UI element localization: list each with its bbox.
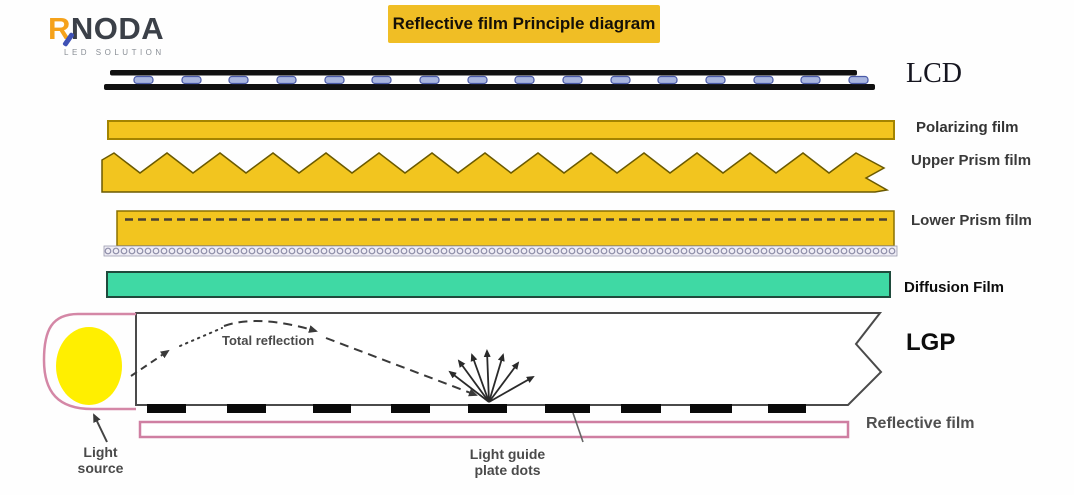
lcd-cell: [228, 75, 249, 85]
lcd-cell: [657, 75, 678, 85]
light-source-glow: [56, 327, 122, 405]
logo-wordmark: NODA: [70, 11, 165, 46]
lcd-cell: [181, 75, 202, 85]
page-title: Reflective film Principle diagram: [392, 14, 656, 33]
lgp-dot: [690, 404, 732, 413]
lcd-cell: [800, 75, 821, 85]
lcd-cell: [848, 75, 869, 85]
fan-arrow: [488, 353, 505, 403]
lgp-dot: [468, 404, 507, 413]
light-source-label-line1: Light: [83, 444, 118, 460]
lcd-cell: [371, 75, 392, 85]
lgp-dots-label-line1: Light guide: [469, 446, 546, 462]
title-banner: Reflective film Principle diagram: [388, 5, 660, 43]
lgp-dot: [391, 404, 430, 413]
lcd-cell: [753, 75, 774, 85]
lcd-cell: [276, 75, 297, 85]
lgp-dot: [147, 404, 186, 413]
ray-from-source: [130, 349, 170, 377]
diffusion-film-bar: [106, 271, 891, 298]
dots-leader-line: [572, 412, 584, 443]
logo-letter-r: R: [48, 11, 71, 46]
lgp-dot: [313, 404, 351, 413]
label-diffusion-film: Diffusion Film: [904, 279, 1004, 296]
fan-arrow: [470, 353, 490, 403]
light-source-pointer-arrow: [93, 413, 108, 443]
lower-prism-film: [103, 210, 898, 257]
label-reflective-film: Reflective film: [866, 415, 975, 432]
brand-logo: RNODA LED SOLUTION: [48, 12, 208, 62]
lcd-layer: [104, 70, 875, 90]
lcd-cell: [610, 75, 631, 85]
label-lgp: LGP: [906, 329, 956, 356]
lcd-cell: [514, 75, 535, 85]
ray-dotted-segment: [179, 327, 223, 347]
prism-bead-strip: [103, 245, 898, 257]
lcd-bottom-glass: [104, 84, 875, 90]
upper-prism-film-shape: [101, 152, 890, 193]
label-lower-prism-film: Lower Prism film: [911, 212, 1032, 229]
lcd-cell: [419, 75, 440, 85]
reflective-film-bar: [138, 420, 850, 439]
polarizing-film-bar: [107, 120, 895, 140]
lcd-cell: [324, 75, 345, 85]
fan-arrow: [483, 349, 491, 403]
light-source: [42, 312, 136, 411]
lcd-cell: [467, 75, 488, 85]
light-source-label-line2: source: [77, 460, 124, 476]
lgp-dots: [147, 404, 806, 413]
fan-arrow: [448, 370, 490, 403]
lgp-dot: [545, 404, 590, 413]
ray-to-dot: [325, 337, 478, 397]
lgp-body: [135, 312, 883, 406]
total-reflection-label: Total reflection: [222, 333, 315, 348]
fan-arrow: [488, 361, 520, 403]
light-source-label: Light source: [58, 444, 143, 476]
label-polarizing-film: Polarizing film: [916, 119, 1019, 136]
lgp-dots-label: Light guide plate dots: [445, 446, 570, 478]
lcd-cell: [133, 75, 154, 85]
lgp-dots-label-line2: plate dots: [474, 462, 541, 478]
lcd-top-glass: [110, 70, 857, 76]
light-rays: [130, 320, 478, 397]
lgp-dot: [621, 404, 661, 413]
label-upper-prism-film: Upper Prism film: [911, 152, 1032, 169]
label-lcd: LCD: [906, 58, 962, 89]
fan-arrow: [488, 376, 535, 403]
lgp-dot: [227, 404, 266, 413]
logo-tagline: LED SOLUTION: [64, 48, 165, 57]
ray-total-reflection: [223, 320, 318, 333]
lcd-cell: [562, 75, 583, 85]
fan-arrow: [457, 359, 490, 403]
light-source-housing: [42, 312, 136, 411]
scatter-fan: [448, 349, 535, 403]
lgp-dot: [768, 404, 806, 413]
lower-prism-film-bar: [116, 210, 895, 247]
lcd-cell: [705, 75, 726, 85]
lcd-pixel-cells: [133, 75, 869, 85]
